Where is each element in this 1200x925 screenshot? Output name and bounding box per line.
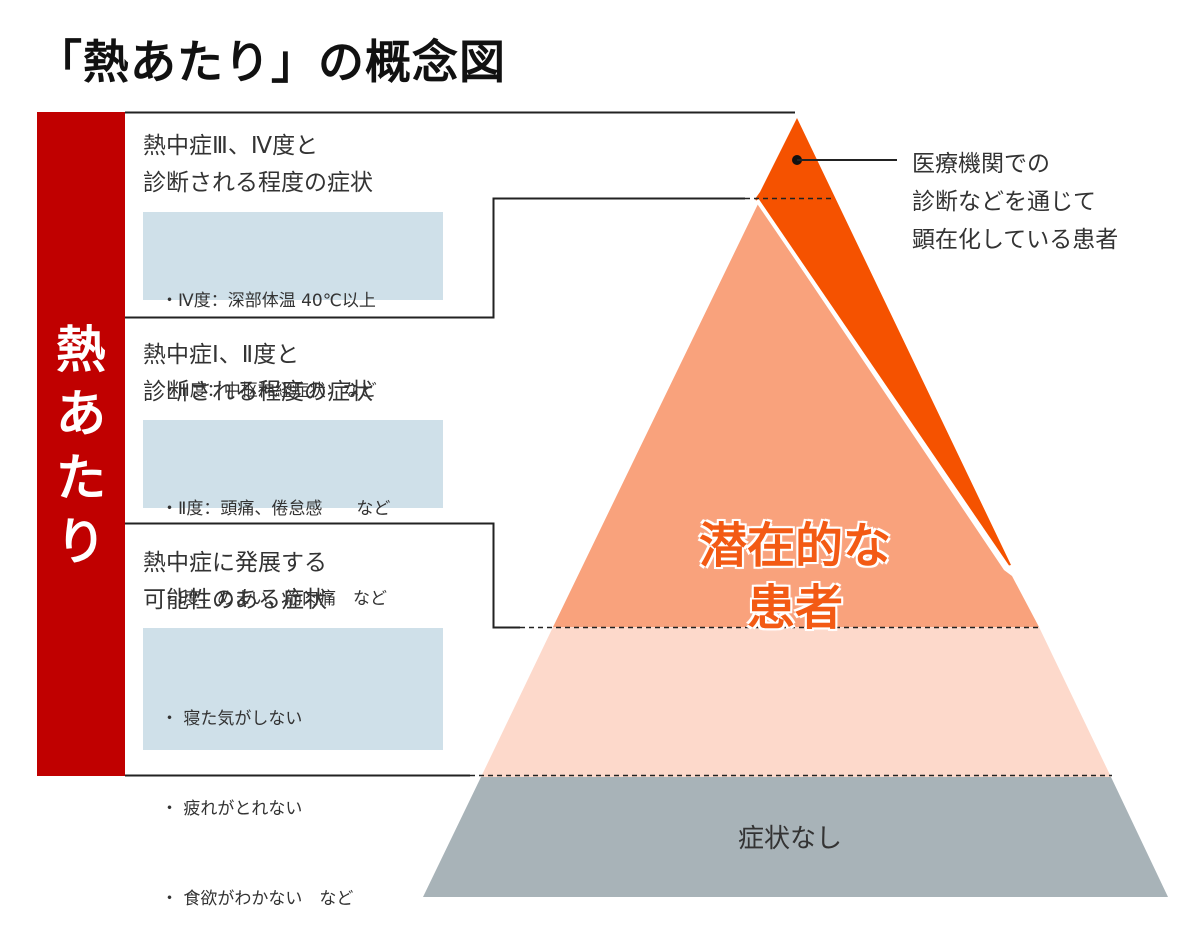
- no-symptoms-label: 症状なし: [737, 824, 842, 854]
- side-label-char: た: [56, 449, 106, 507]
- label-line: 顕在化している患者: [912, 227, 1119, 253]
- level3-heading: 熱中症に発展する 可能性のある症状: [143, 545, 327, 619]
- detail-item: ・Ⅳ度：深部体温 40℃以上: [161, 291, 376, 311]
- side-label-char: あ: [56, 385, 106, 443]
- connector-level2: [125, 522, 520, 629]
- detail-item: ・Ⅰ度：めまい、筋肉痛 など: [161, 589, 388, 609]
- level2-details: ・Ⅱ度：頭痛、倦怠感 など ・Ⅰ度：めまい、筋肉痛 など: [143, 420, 443, 609]
- detail-item: ・ 食欲がわかない など: [161, 889, 354, 909]
- label-line: 医療機関での: [912, 151, 1050, 177]
- level2-heading: 熱中症Ⅰ、Ⅱ度と 診断される程度の症状: [143, 337, 373, 411]
- heading-line: 診断される程度の症状: [143, 379, 373, 405]
- heading-line: 熱中症Ⅲ、Ⅳ度と: [143, 133, 319, 159]
- level1-heading: 熱中症Ⅲ、Ⅳ度と 診断される程度の症状: [143, 128, 373, 202]
- heading-line: 診断される程度の症状: [143, 170, 373, 196]
- heading-line: 熱中症Ⅰ、Ⅱ度と: [143, 342, 300, 368]
- side-label-char: り: [56, 513, 106, 571]
- label-line: 診断などを通じて: [912, 189, 1096, 215]
- detail-item: ・Ⅱ度：頭痛、倦怠感 など: [161, 499, 391, 519]
- heading-line: 熱中症に発展する: [143, 550, 327, 576]
- side-label: 熱 あ た り: [37, 318, 125, 574]
- side-label-char: 熱: [56, 321, 106, 379]
- mild-symptoms-band: [481, 627, 1111, 777]
- latent-patients-region: [553, 204, 1039, 627]
- diagnosed-patients-label: 医療機関での 診断などを通じて 顕在化している患者: [912, 145, 1118, 259]
- diagnosed-patients-sliver: [755, 118, 1011, 566]
- latent-patients-label: 潜在的な 患者: [640, 515, 950, 639]
- no-symptoms-band: [423, 777, 1168, 897]
- page-title: 「熱あたり」の概念図: [36, 35, 506, 89]
- level3-details: ・ 寝た気がしない ・ 疲れがとれない ・ 食欲がわかない など: [143, 628, 443, 909]
- heading-line: 可能性のある症状: [143, 587, 327, 613]
- side-bar: [37, 112, 125, 776]
- label-line: 潜在的な: [698, 518, 891, 574]
- detail-item: ・Ⅲ度：中枢神経症状 など: [161, 381, 377, 401]
- label-line: 患者: [746, 580, 843, 636]
- detail-item: ・ 疲れがとれない: [161, 799, 303, 819]
- white-gap-line: [755, 198, 1011, 571]
- level1-details: ・Ⅳ度：深部体温 40℃以上 ・Ⅲ度：中枢神経症状 など: [143, 212, 443, 401]
- detail-item: ・ 寝た気がしない: [161, 709, 303, 729]
- connector-level1: [125, 197, 745, 319]
